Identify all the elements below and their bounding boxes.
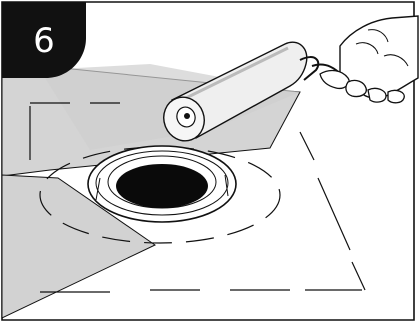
step-badge: 6: [2, 2, 86, 78]
drain-hole: [88, 146, 236, 222]
step-number: 6: [33, 21, 55, 61]
gloved-hand-icon: [320, 16, 418, 103]
